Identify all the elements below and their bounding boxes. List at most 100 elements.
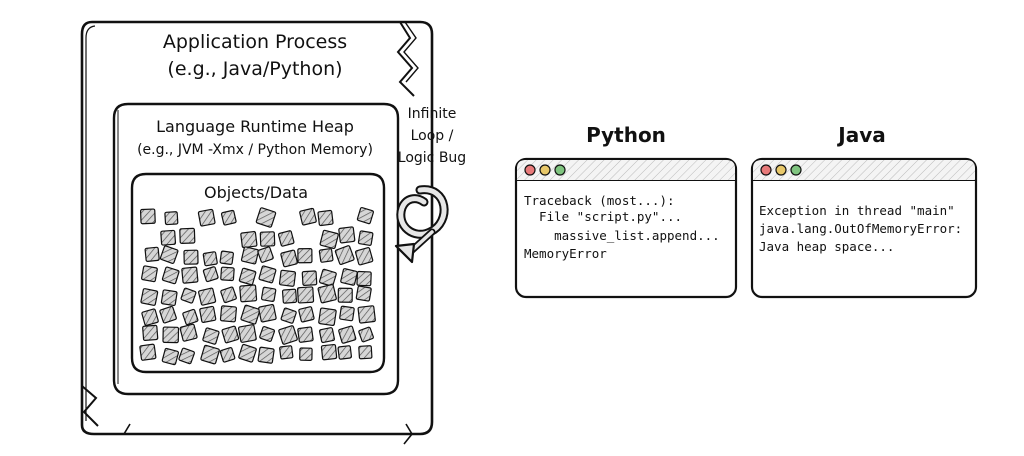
object-square [301,270,318,287]
object-square [164,211,179,226]
loop-arrow-icon [394,185,449,264]
object-square [240,230,258,249]
object-square [299,207,317,226]
application-process-box [80,20,434,445]
object-square [161,347,180,366]
object-square [220,209,237,226]
object-square [281,288,298,304]
python-line-3: massive_list.append... [524,228,720,243]
object-square [200,344,220,365]
object-square [238,343,257,363]
object-square [280,249,298,268]
object-square [319,229,339,250]
object-square [139,343,157,361]
java-line-3: Java heap space... [759,239,894,254]
python-heading: Python [586,123,666,147]
objects-data-title: Objects/Data [204,183,308,202]
object-square [198,287,217,306]
object-square [238,267,257,286]
java-terminal-window: Java Exception in thread "main" java.lan… [750,123,978,299]
object-square [355,285,372,302]
object-square [142,324,159,342]
object-square [278,269,297,287]
object-square [280,307,297,324]
object-square [179,323,198,342]
crack-bottom-left-icon [81,385,99,427]
object-square [277,230,295,247]
object-square [296,286,315,304]
object-square [178,347,195,365]
runtime-heap-title: Language Runtime Heap [156,117,354,136]
object-square [357,230,374,246]
object-square [317,209,334,227]
minimize-dot-icon [775,164,787,176]
object-square [219,250,234,265]
object-square [182,308,199,326]
object-square [279,345,294,360]
object-square [162,326,180,344]
object-square [220,266,235,282]
object-squares-group [139,207,376,366]
object-square [297,326,314,343]
object-square [239,284,258,303]
object-square [358,326,374,343]
object-square [199,305,217,324]
maximize-dot-icon [790,164,802,176]
maximize-dot-icon [554,164,566,176]
object-square [356,207,374,225]
object-square [139,208,156,225]
java-line-2: java.lang.OutOfMemoryError: [759,221,962,236]
minimize-dot-icon [539,164,551,176]
object-square [219,305,238,323]
object-square [237,324,257,343]
object-square [278,325,298,345]
object-square [202,327,220,345]
object-square [297,248,313,264]
object-square [339,305,355,322]
object-square [181,266,199,284]
objects-data-box [130,172,386,374]
object-square [180,287,197,304]
object-square [358,345,373,360]
object-square [197,208,216,227]
python-line-4: MemoryError [524,246,607,261]
object-square [219,347,236,363]
object-square [183,249,199,265]
object-square [318,248,334,263]
object-square [319,327,335,344]
object-square [260,286,277,303]
object-square [140,288,159,306]
object-square [159,305,177,324]
object-square [257,246,274,263]
runtime-heap-box [112,102,400,396]
object-square [318,268,337,287]
object-square [357,305,376,324]
object-square [240,304,261,325]
object-square [160,289,178,307]
object-square [258,265,277,284]
object-square [338,226,356,244]
runtime-heap-subtitle: (e.g., JVM -Xmx / Python Memory) [137,142,373,158]
object-square [255,207,277,228]
object-square [160,229,177,246]
java-heading: Java [836,123,885,147]
object-square [259,326,276,342]
python-line-1: Traceback (most...): [524,193,675,208]
object-square [356,270,372,287]
crack-bottom-right-icon [403,423,413,445]
object-square [202,266,219,283]
object-square [159,245,179,264]
object-square [257,346,275,364]
object-square [340,268,358,286]
close-dot-icon [760,164,772,176]
python-line-2: File "script.py"... [524,209,682,224]
object-square [258,303,277,323]
object-square [337,287,353,303]
object-square [334,245,355,266]
object-square [179,227,196,244]
loop-label-line1: Infinite [408,106,457,122]
object-square [161,266,180,285]
app-process-title: Application Process [163,31,347,53]
python-terminal-window: Python Traceback (most...): File "script… [514,123,738,299]
